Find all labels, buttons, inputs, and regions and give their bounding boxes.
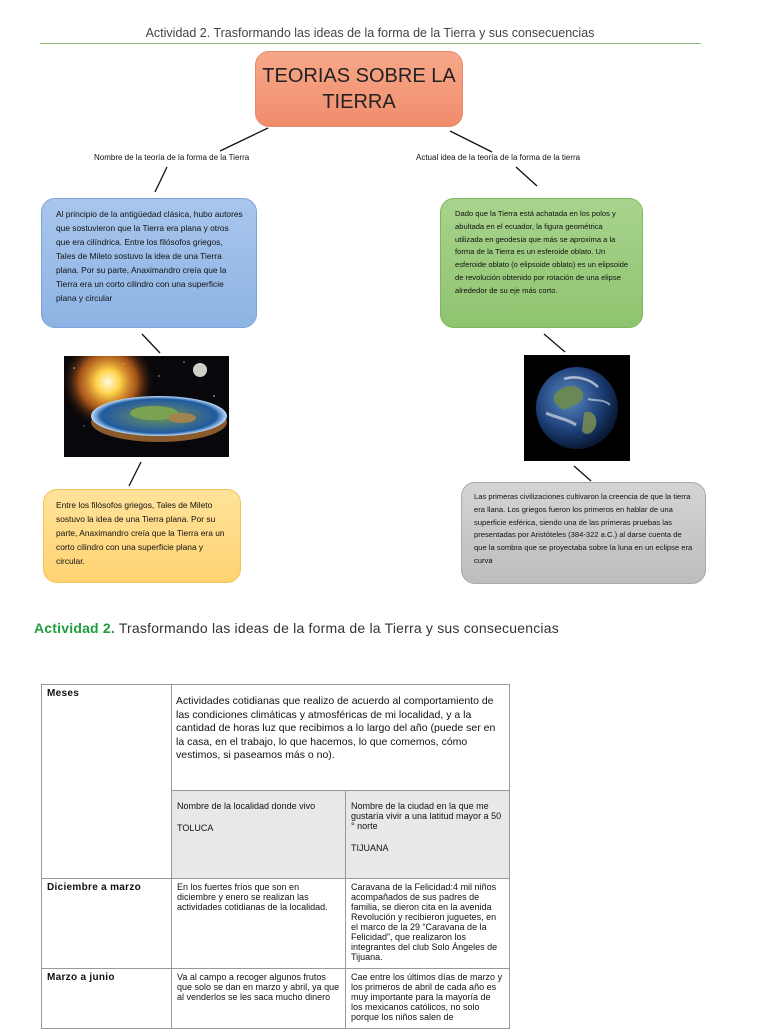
row-local-activity: Va al campo a recoger algunos frutos que… [172,969,346,1029]
local-column-header: Nombre de la localidad donde vivo TOLUCA [172,791,346,879]
early-civilizations-card: Las primeras civilizaciones cultivaron l… [461,482,706,584]
ancient-theory-card: Al principio de la antigüedad clásica, h… [41,198,257,328]
greek-philosophers-card: Entre los filósofos griegos, Tales de Mi… [43,489,241,583]
target-city-value: TIJUANA [351,843,504,853]
section-heading-accent: Actividad 2. [34,620,115,636]
target-column-title: Nombre de la ciudad en la que me gustarí… [351,801,504,831]
months-header: Meses [42,685,172,879]
target-column-header: Nombre de la ciudad en la que me gustarí… [346,791,510,879]
local-city-value: TOLUCA [177,823,340,833]
section-heading-text: Trasformando las ideas de la forma de la… [119,620,559,636]
flat-earth-image [64,356,229,457]
globe-image [524,355,630,461]
header-divider [40,43,701,44]
row-other-activity: Caravana de la Felicidad:4 mil niños aco… [346,879,510,969]
right-branch-label: Actual idea de la teoría de la forma de … [416,153,580,162]
activities-description: Actividades cotidianas que realizo de ac… [172,685,510,791]
row-month: Diciembre a marzo [42,879,172,969]
row-month: Marzo a junio [42,969,172,1029]
section-heading: Actividad 2. Trasformando las ideas de l… [34,620,559,636]
mindmap-center-node: TEORIAS SOBRE LA TIERRA [255,51,463,127]
row-local-activity: En los fuertes fríos que son en diciembr… [172,879,346,969]
table-row: Diciembre a marzo En los fuertes fríos q… [42,879,510,969]
left-branch-label: Nombre de la teoría de la forma de la Ti… [94,153,249,162]
local-column-title: Nombre de la localidad donde vivo [177,801,340,811]
activities-table: Meses Actividades cotidianas que realizo… [41,684,510,1029]
current-theory-card: Dado que la Tierra está achatada en los … [440,198,643,328]
table-row: Marzo a junio Va al campo a recoger algu… [42,969,510,1029]
row-other-activity: Cae entre los últimos días de marzo y lo… [346,969,510,1029]
page-header-title: Actividad 2. Trasformando las ideas de l… [0,26,740,40]
